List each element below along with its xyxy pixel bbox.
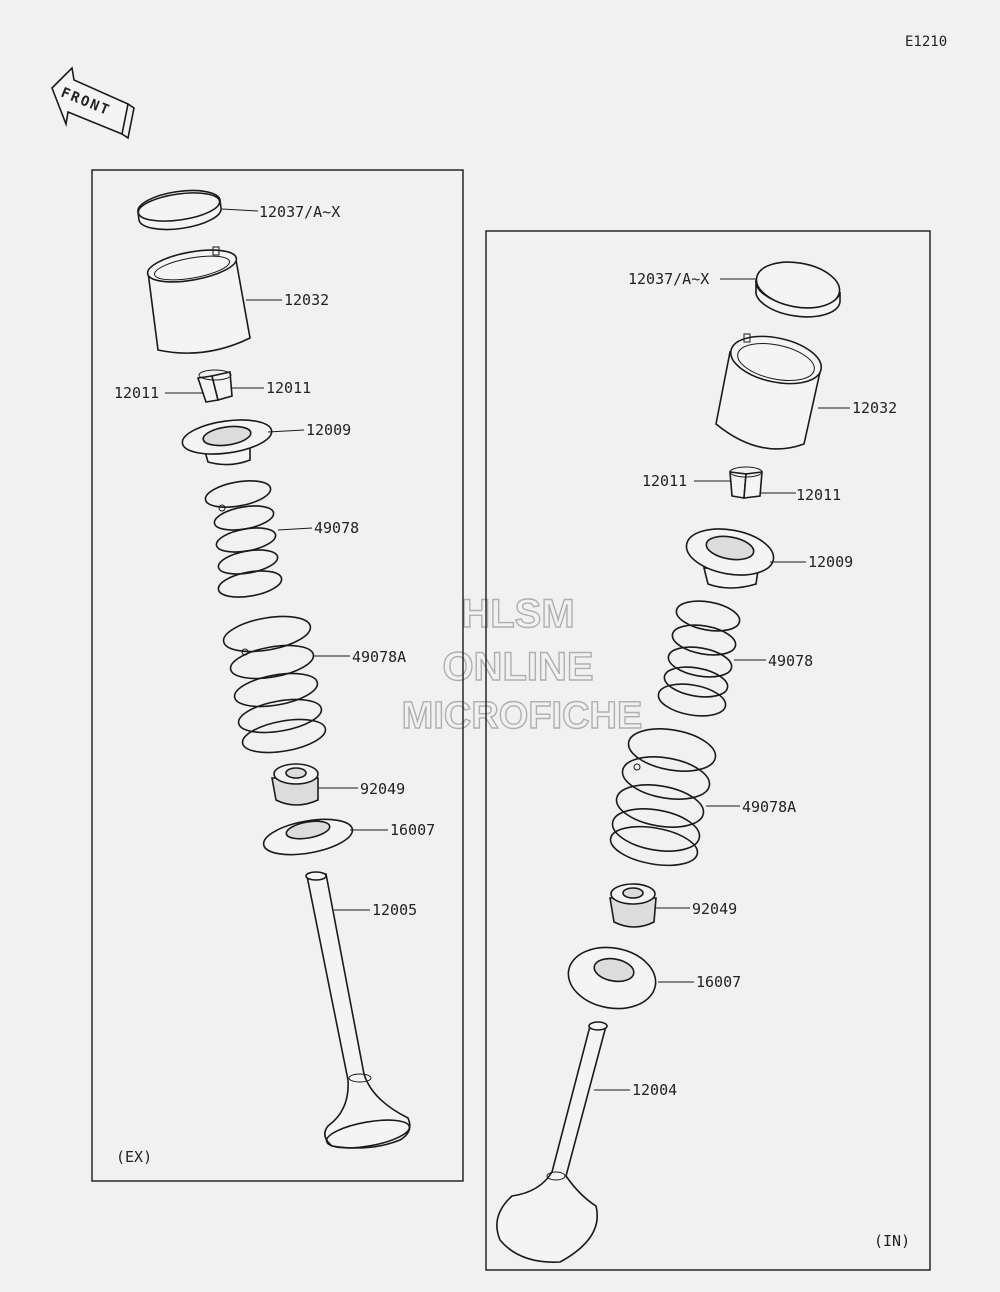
in-retainer [685, 528, 775, 589]
in-label-cotter-left: 12011 [642, 472, 687, 490]
in-spring-outer [609, 728, 717, 867]
in-leader-lines [594, 278, 850, 1091]
ex-panel-tag: (EX) [116, 1148, 152, 1166]
in-label-seal: 92049 [692, 900, 737, 918]
in-valve [496, 1021, 608, 1263]
exhaust-frame [91, 169, 464, 1182]
intake-frame [485, 230, 931, 1271]
in-label-retainer: 12009 [808, 553, 853, 571]
ex-label-spring-outer: 49078A [352, 648, 406, 666]
ex-label-cotter-right: 12011 [266, 379, 311, 397]
in-label-seat: 16007 [696, 973, 741, 991]
ex-label-shim: 12037/A~X [259, 203, 340, 221]
ex-label-lifter: 12032 [284, 291, 329, 309]
ex-label-valve: 12005 [372, 901, 417, 919]
in-seal [609, 883, 657, 928]
ex-label-seat: 16007 [390, 821, 435, 839]
in-label-cotter-right: 12011 [796, 486, 841, 504]
in-spring-inner [657, 600, 741, 717]
ex-leader-lines [165, 208, 388, 911]
ex-spring-inner [204, 480, 283, 598]
in-label-valve: 12004 [632, 1081, 677, 1099]
exhaust-panel: 12037/A~X 12032 12011 12011 12009 49078 … [91, 169, 464, 1182]
ex-label-seal: 92049 [360, 780, 405, 798]
watermark-line-3: MICROFICHE [402, 695, 643, 737]
ex-label-retainer: 12009 [306, 421, 351, 439]
watermark: HLSM ONLINE MICROFICHE [401, 591, 643, 737]
ex-lifter [146, 246, 251, 354]
watermark-line-1: HLSM [461, 592, 574, 636]
front-arrow-icon: FRONT [51, 66, 135, 140]
ex-cotters [196, 369, 233, 403]
in-panel-tag: (IN) [874, 1232, 910, 1250]
ex-seat [262, 818, 354, 856]
intake-panel: 12037/A~X 12032 12011 12011 12009 49078 … [485, 230, 931, 1271]
diagram-reference: E1210 [905, 34, 947, 50]
ex-label-spring-inner: 49078 [314, 519, 359, 537]
in-label-spring-inner: 49078 [768, 652, 813, 670]
ex-retainer [181, 419, 273, 466]
ex-spring-outer [222, 615, 327, 754]
in-label-lifter: 12032 [852, 399, 897, 417]
in-label-shim: 12037/A~X [628, 270, 709, 288]
ex-valve [305, 871, 411, 1149]
ex-label-cotter-left: 12011 [114, 384, 159, 402]
in-label-spring-outer: 49078A [742, 798, 796, 816]
ex-shim [137, 189, 222, 231]
in-lifter [715, 333, 823, 450]
in-seat [567, 946, 657, 1010]
in-shim [755, 261, 841, 318]
watermark-line-2: ONLINE [442, 645, 593, 689]
in-cotters [729, 466, 763, 499]
ex-seal [271, 763, 319, 806]
